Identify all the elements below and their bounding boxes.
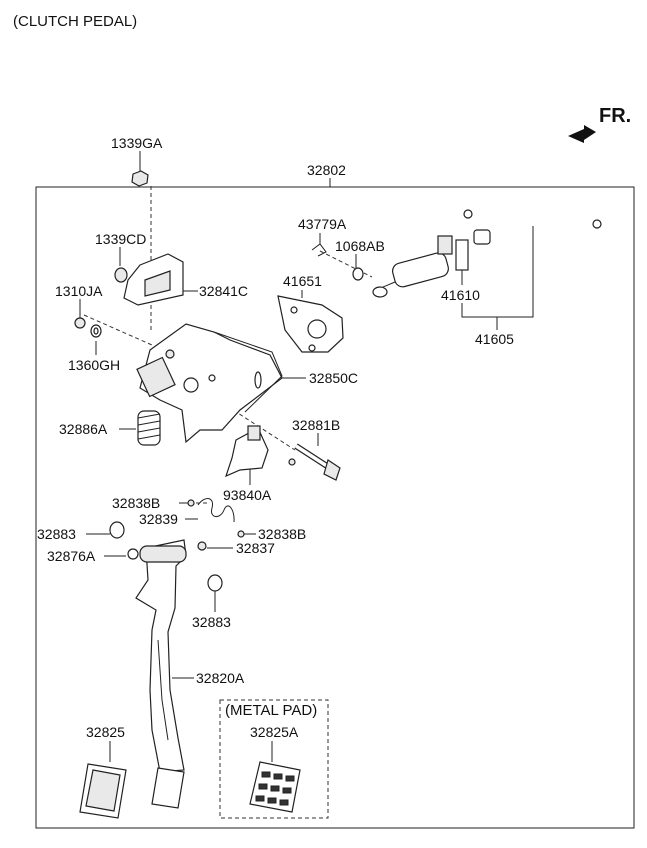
spring-icon-32886A: [137, 410, 161, 446]
master-cylinder-icon-41610: [372, 229, 491, 298]
part-label-32883-left[interactable]: 32883: [37, 526, 76, 542]
metal-pad-icon-32825A: [249, 761, 301, 813]
part-label-32881B[interactable]: 32881B: [292, 417, 341, 433]
nut-icon-1310JA: [74, 317, 86, 329]
switch-icon-93840A: [225, 425, 269, 478]
part-label-43779A[interactable]: 43779A: [298, 216, 347, 232]
part-label-32886A[interactable]: 32886A: [59, 421, 108, 437]
washer-icon-1068AB: [352, 267, 364, 281]
spring-icon-32839: [197, 498, 235, 523]
clip-icon-43779A: [311, 243, 327, 257]
bush-icon-32883-left: [109, 521, 125, 539]
part-label-41605[interactable]: 41605: [475, 331, 514, 347]
part-label-32838B-right[interactable]: 32838B: [258, 526, 307, 542]
metal-pad-label: (METAL PAD): [225, 702, 318, 719]
part-label-32837[interactable]: 32837: [236, 540, 275, 556]
pedal-pad-icon-32825: [79, 763, 127, 819]
part-label-41610[interactable]: 41610: [441, 287, 480, 303]
leader-lines: [79, 151, 534, 762]
part-label-32838B-upper[interactable]: 32838B: [112, 495, 161, 511]
part-label-32820A[interactable]: 32820A: [196, 670, 245, 686]
pedal-bracket-icon-32850C: [136, 323, 283, 444]
front-arrow-icon: [568, 125, 596, 143]
part-label-32850C[interactable]: 32850C: [309, 370, 359, 386]
stopper-icon-32876A: [127, 548, 139, 560]
part-label-32876A[interactable]: 32876A: [47, 548, 96, 564]
bushing-icon-32838B-upper: [187, 499, 195, 507]
diagram-title: (CLUTCH PEDAL): [13, 13, 138, 30]
part-label-93840A[interactable]: 93840A: [223, 487, 272, 503]
gasket-icon-41651: [277, 295, 344, 353]
bush-icon-32883-lower: [207, 574, 223, 592]
pedal-arm-icon-32820A: [135, 539, 187, 773]
part-label-32825[interactable]: 32825: [86, 724, 125, 740]
part-label-1310JA[interactable]: 1310JA: [55, 283, 103, 299]
metal-pad-frame: [219, 699, 329, 819]
part-label-32883-lower[interactable]: 32883: [192, 614, 231, 630]
part-label-1360GH[interactable]: 1360GH: [68, 357, 121, 373]
pedal-foot-icon: [151, 767, 185, 809]
group-part-label: 32802: [307, 162, 346, 178]
part-label-1339CD[interactable]: 1339CD: [95, 231, 147, 247]
bolt-icon-32837: [197, 541, 207, 551]
bracket-icon-32841C: [123, 253, 184, 306]
hose-icon-41605: [463, 206, 602, 229]
part-label-32825A[interactable]: 32825A: [250, 724, 299, 740]
nut-icon-1339CD: [114, 267, 128, 283]
front-direction-label: FR.: [599, 105, 632, 127]
nut-icon-1339GA: [131, 170, 149, 187]
part-label-32839[interactable]: 32839: [139, 511, 178, 527]
part-label-32841C[interactable]: 32841C: [199, 283, 249, 299]
part-label-1339GA[interactable]: 1339GA: [111, 135, 163, 151]
bushing-icon-32838B-right: [237, 530, 245, 538]
washer-icon-1360GH: [90, 324, 102, 338]
part-label-1068AB[interactable]: 1068AB: [335, 238, 385, 254]
bolt-icon-32881B: [288, 443, 341, 481]
assembly-frame: [35, 186, 635, 829]
part-label-41651[interactable]: 41651: [283, 273, 322, 289]
